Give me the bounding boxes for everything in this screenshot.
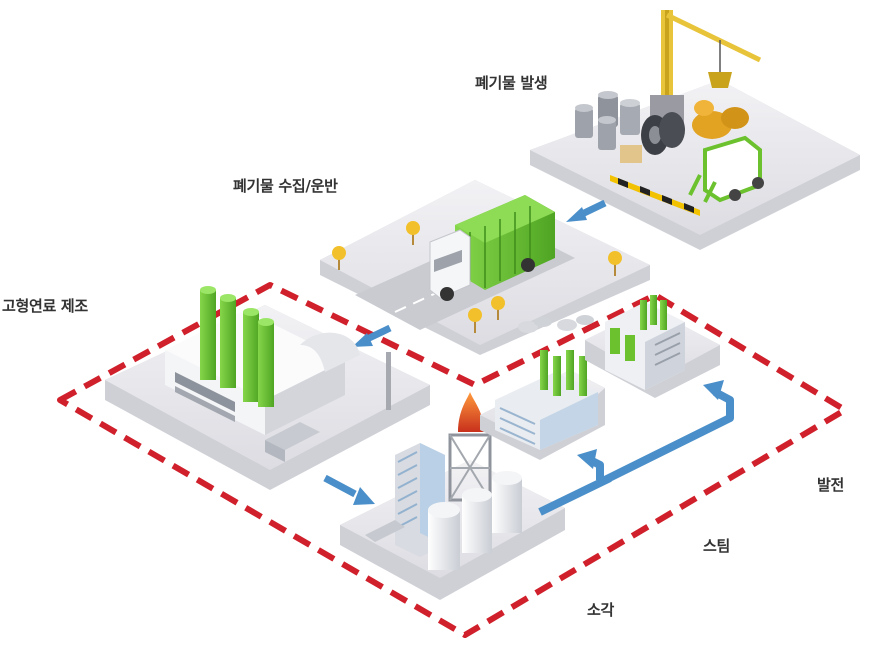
label-incineration: 소각 <box>587 601 615 619</box>
label-power-generation: 발전 <box>817 476 845 494</box>
srf-green-towers <box>200 286 274 407</box>
storage-tank-icon <box>428 471 522 570</box>
drum-barrels-icon <box>575 91 642 163</box>
flow-arrow-incineration-to-steam <box>577 449 604 480</box>
flow-arrow-incineration-to-power <box>538 380 734 516</box>
label-waste-generation: 폐기물 발생 <box>475 74 548 92</box>
label-steam: 스팀 <box>703 537 731 555</box>
label-collection-transport: 폐기물 수집/운반 <box>233 177 338 195</box>
flow-arrow-srf-to-incineration <box>323 474 357 498</box>
boundary-dashed-line <box>57 282 848 638</box>
garbage-truck-icon <box>429 195 555 301</box>
chimney-icon <box>386 352 391 410</box>
forklift-icon <box>688 135 764 203</box>
label-srf-manufacturing: 고형연료 제조 <box>2 297 88 315</box>
power-plant-icon <box>605 295 685 390</box>
smoke-icon <box>518 315 594 333</box>
turbine-building-icon <box>495 350 598 450</box>
tire-stack-icon <box>641 112 685 155</box>
tree-icon <box>332 221 622 333</box>
waste-sacks-icon <box>692 100 749 139</box>
